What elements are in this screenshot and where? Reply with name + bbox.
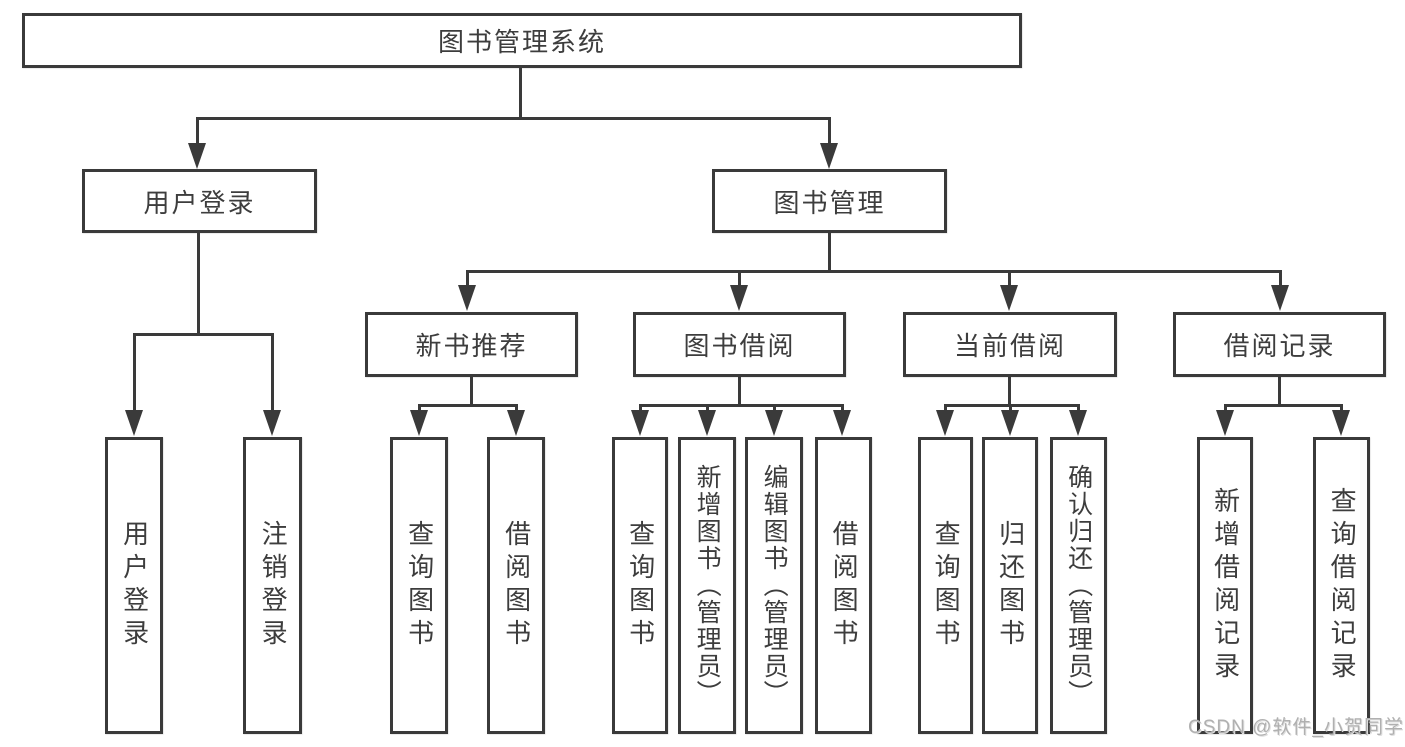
connector-line (1340, 404, 1343, 412)
leaf-newbook-query-books: 查询图书 (390, 437, 448, 734)
node-user-login: 用户登录 (82, 169, 317, 233)
connector-arrowhead (1000, 285, 1018, 311)
leaf-label: 新增图书（管理员） (693, 464, 722, 707)
connector-line (196, 117, 831, 120)
connector-line (133, 333, 274, 336)
connector-line (639, 404, 843, 407)
connector-line (841, 404, 844, 412)
connector-arrowhead (188, 143, 206, 169)
connector-arrowhead (1001, 410, 1019, 436)
connector-line (515, 404, 518, 412)
connector-arrowhead (833, 410, 851, 436)
connector-line (773, 404, 776, 412)
node-book-management: 图书管理 (712, 169, 947, 233)
leaf-label: 注销登录 (258, 519, 289, 652)
connector-arrowhead (263, 410, 281, 436)
leaf-label: 新增借阅记录 (1210, 486, 1241, 685)
connector-line (944, 404, 1080, 407)
leaf-borrowing-add-books-admin: 新增图书（管理员） (678, 437, 736, 734)
connector-arrowhead (698, 410, 716, 436)
connector-arrowhead (765, 410, 783, 436)
connector-line (470, 376, 473, 407)
connector-line (196, 117, 199, 145)
connector-line (828, 117, 831, 145)
node-current-borrowing: 当前借阅 (903, 312, 1117, 377)
leaf-borrowing-query-books: 查询图书 (612, 437, 668, 734)
connector-line (1009, 404, 1012, 412)
connector-line (271, 333, 274, 411)
connector-line (1278, 376, 1281, 407)
connector-arrowhead (507, 410, 525, 436)
node-new-book-recommendation: 新书推荐 (365, 312, 578, 377)
connector-line (418, 404, 421, 412)
leaf-label: 查询图书 (625, 519, 656, 652)
leaf-label: 查询图书 (404, 519, 435, 652)
node-borrowing-records: 借阅记录 (1173, 312, 1386, 377)
leaf-current-query-books: 查询图书 (918, 437, 973, 734)
connector-line (519, 66, 522, 118)
leaf-current-return-books: 归还图书 (982, 437, 1038, 734)
node-book-borrowing: 图书借阅 (633, 312, 846, 377)
connector-line (738, 376, 741, 407)
connector-arrowhead (410, 410, 428, 436)
leaf-label: 借阅图书 (501, 519, 532, 652)
connector-line (828, 232, 831, 273)
leaf-label: 归还图书 (995, 519, 1026, 652)
connector-line (1224, 404, 1227, 412)
connector-line (1077, 404, 1080, 412)
connector-line (1008, 270, 1011, 286)
connector-arrowhead (1216, 410, 1234, 436)
leaf-logout: 注销登录 (243, 437, 302, 734)
connector-line (418, 404, 518, 407)
connector-line (639, 404, 642, 412)
leaf-label: 借阅图书 (829, 519, 860, 652)
connector-line (738, 270, 741, 286)
connector-arrowhead (458, 285, 476, 311)
leaf-borrowing-edit-books-admin: 编辑图书（管理员） (745, 437, 803, 734)
connector-arrowhead (1332, 410, 1350, 436)
connector-line (944, 404, 947, 412)
connector-arrowhead (1069, 410, 1087, 436)
leaf-records-query-borrow-record: 查询借阅记录 (1313, 437, 1370, 734)
leaf-label: 编辑图书（管理员） (760, 464, 789, 707)
connector-line (706, 404, 709, 412)
leaf-label: 用户登录 (119, 519, 150, 652)
leaf-user-login: 用户登录 (105, 437, 163, 734)
connector-arrowhead (1271, 285, 1289, 311)
connector-line (466, 270, 469, 286)
leaf-label: 确认归还（管理员） (1064, 464, 1093, 707)
connector-line (466, 270, 1282, 273)
leaf-records-add-borrow-record: 新增借阅记录 (1197, 437, 1253, 734)
leaf-current-confirm-return-admin: 确认归还（管理员） (1050, 437, 1107, 734)
leaf-label: 查询图书 (931, 519, 962, 652)
connector-line (197, 232, 200, 336)
connector-arrowhead (820, 143, 838, 169)
leaf-borrowing-borrow-books: 借阅图书 (815, 437, 872, 734)
connector-line (1224, 404, 1343, 407)
node-library-management-system: 图书管理系统 (22, 13, 1022, 68)
connector-line (1008, 376, 1011, 407)
leaf-label: 查询借阅记录 (1327, 486, 1358, 685)
connector-arrowhead (936, 410, 954, 436)
connector-arrowhead (631, 410, 649, 436)
watermark-text: CSDN @软件_小贺同学 (1188, 717, 1404, 738)
connector-arrowhead (730, 285, 748, 311)
connector-arrowhead (125, 410, 143, 436)
leaf-newbook-borrow-books: 借阅图书 (487, 437, 545, 734)
connector-line (1279, 270, 1282, 286)
connector-line (133, 333, 136, 411)
